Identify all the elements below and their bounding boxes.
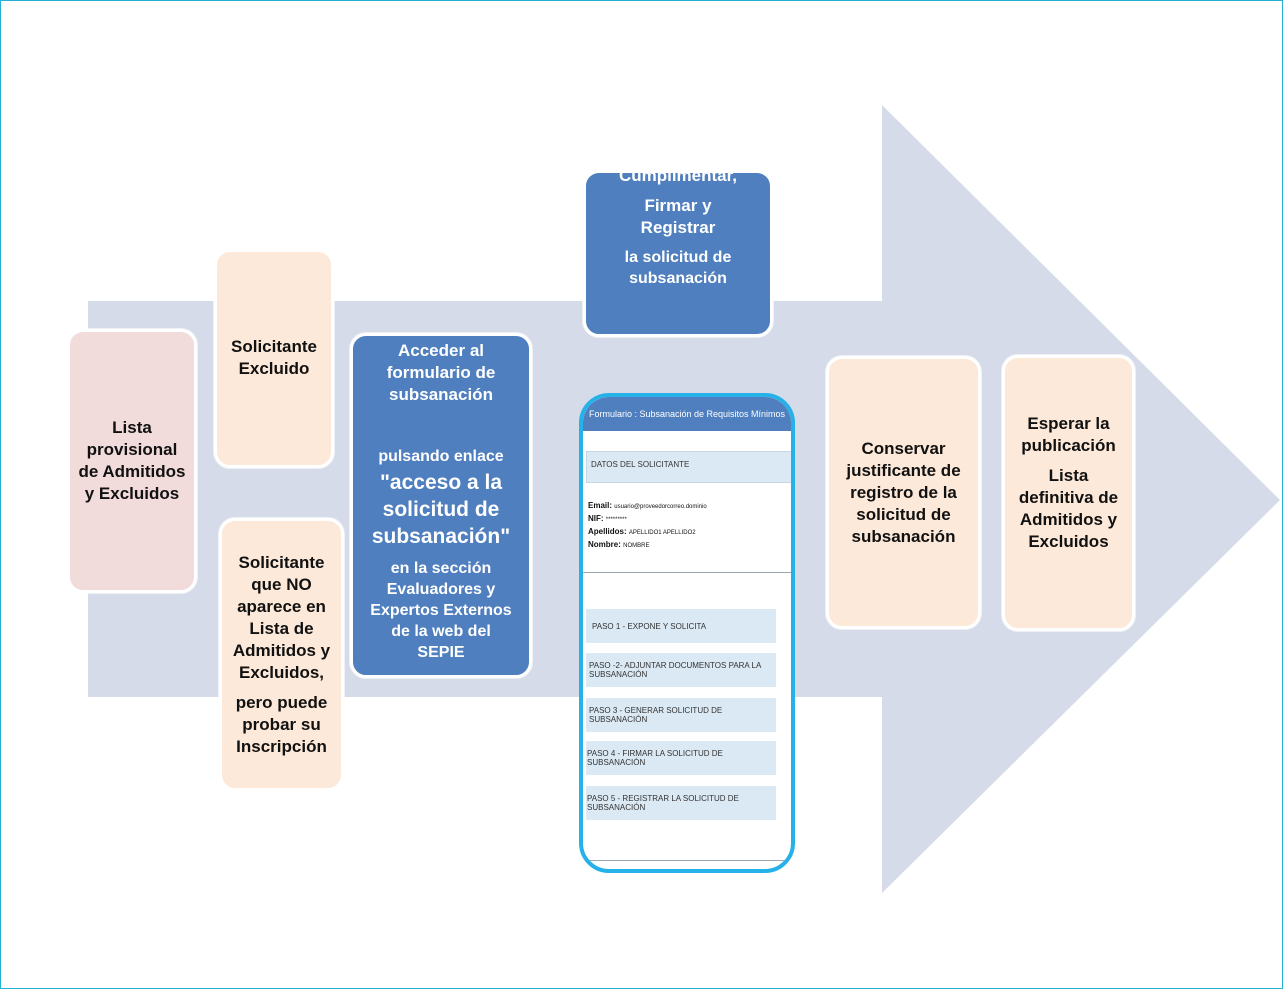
apellidos-label: Apellidos: xyxy=(588,527,627,536)
step-esperar-text-2: Lista definitiva de Admitidos y Excluido… xyxy=(1018,466,1119,551)
email-label: Email: xyxy=(588,501,613,510)
step-acceder-formulario: Acceder al formulario de subsanación pul… xyxy=(350,333,532,678)
form-phone-mockup: Formulario : Subsanación de Requisitos M… xyxy=(579,393,795,873)
step-acceder-text-1: Acceder al formulario de subsanación xyxy=(386,341,496,404)
step-cumplimentar-text-1: Cumplimentar, xyxy=(618,166,738,185)
step-solicitante-no-aparece-text: Solicitante que NO aparece en Lista de A… xyxy=(232,552,331,682)
step-solicitante-no-aparece-text-2: pero puede probar su Inscripción xyxy=(235,692,328,756)
step-solicitante-excluido: Solicitante Excluido xyxy=(214,249,334,468)
form-divider xyxy=(583,572,791,573)
step-esperar-text-1: Esperar la publicación xyxy=(1021,414,1116,455)
step-cumplimentar: Cumplimentar, Firmar y Registrar la soli… xyxy=(583,166,773,337)
step-cumplimentar-text-3: la solicitud de subsanación xyxy=(624,249,732,287)
step-acceder-text-3: en la sección Evaluadores y Expertos Ext… xyxy=(370,560,512,661)
step-esperar: Esperar la publicación Lista definitiva … xyxy=(1002,355,1135,631)
nif-label: NIF: xyxy=(588,514,604,523)
form-user-info: Email: usuario@proveedorcorreo.dominio N… xyxy=(588,500,707,552)
step-solicitante-excluido-text: Solicitante Excluido xyxy=(231,337,317,378)
step-acceder-link-text: "acceso a la solicitud de subsanación" xyxy=(371,471,511,548)
apellidos-value: APELLIDO1 APELLIDO2 xyxy=(628,530,696,536)
nombre-value: NOMBRE xyxy=(623,543,650,549)
step-cumplimentar-text-2: Firmar y Registrar xyxy=(640,196,716,237)
step-lista-provisional: Lista provisional de Admitidos y Excluid… xyxy=(67,329,197,593)
form-header: Formulario : Subsanación de Requisitos M… xyxy=(583,397,791,431)
form-section-datos: DATOS DEL SOLICITANTE xyxy=(586,451,791,483)
paso-5-button[interactable]: PASO 5 - REGISTRAR LA SOLICITUD DE SUBSA… xyxy=(586,786,776,820)
email-value: usuario@proveedorcorreo.dominio xyxy=(614,504,707,510)
step-acceder-text-2: pulsando enlace xyxy=(378,448,504,465)
paso-2-button[interactable]: PASO -2- ADJUNTAR DOCUMENTOS PARA LA SUB… xyxy=(586,653,776,687)
step-conservar-text: Conservar justificante de registro de la… xyxy=(846,438,961,546)
nombre-label: Nombre: xyxy=(588,540,621,549)
step-solicitante-no-aparece: Solicitante que NO aparece en Lista de A… xyxy=(219,518,344,791)
step-lista-provisional-text: Lista provisional de Admitidos y Excluid… xyxy=(78,418,186,503)
nif-value: ********* xyxy=(605,517,627,523)
step-conservar: Conservar justificante de registro de la… xyxy=(826,356,981,629)
form-bottom-bar xyxy=(583,860,791,869)
paso-4-button[interactable]: PASO 4 - FIRMAR LA SOLICITUD DE SUBSANAC… xyxy=(586,741,776,775)
paso-3-button[interactable]: PASO 3 - GENERAR SOLICITUD DE SUBSANACIÓ… xyxy=(586,698,776,732)
paso-1-button[interactable]: PASO 1 - EXPONE Y SOLICITA xyxy=(586,609,776,643)
